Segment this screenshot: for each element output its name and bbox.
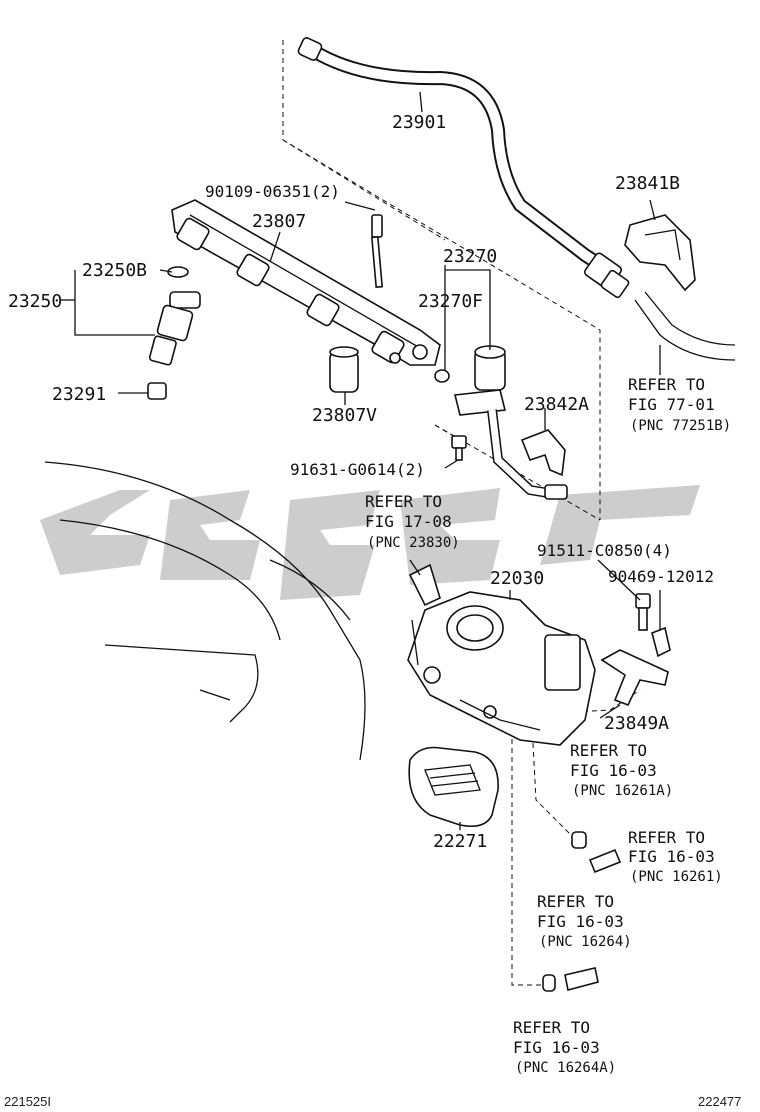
label-90109[interactable]: 90109-06351(2) [205, 182, 340, 201]
ref-note-16-03-16264[interactable]: REFER TO FIG 16-03 (PNC 16264) [537, 892, 632, 950]
label-91631[interactable]: 91631-G0614(2) [290, 460, 425, 479]
footer-left-code: 221525I [4, 1094, 51, 1109]
svg-text:FIG 77-01: FIG 77-01 [628, 395, 715, 414]
label-23250[interactable]: 23250 [8, 291, 62, 312]
label-23807[interactable]: 23807 [252, 211, 306, 232]
svg-text:(PNC 77251B): (PNC 77251B) [630, 418, 731, 434]
svg-text:(PNC 16264): (PNC 16264) [539, 934, 632, 950]
svg-text:(PNC 23830): (PNC 23830) [367, 535, 460, 551]
hose-fittings-16-03 [542, 831, 622, 992]
engine-block-outline [44, 461, 366, 761]
svg-text:(PNC 16264A): (PNC 16264A) [515, 1060, 616, 1076]
label-23291[interactable]: 23291 [52, 384, 106, 405]
label-23901[interactable]: 23901 [392, 112, 446, 133]
label-23250b[interactable]: 23250B [82, 260, 147, 281]
label-23807v[interactable]: 23807V [312, 405, 377, 426]
svg-text:REFER TO: REFER TO [628, 375, 705, 394]
label-23849a[interactable]: 23849A [604, 713, 669, 734]
svg-text:REFER TO: REFER TO [365, 492, 442, 511]
footer-right-code: 222477 [698, 1094, 741, 1109]
pressure-regulator-23270 [434, 345, 568, 500]
ref-note-17-08[interactable]: REFER TO FIG 17-08 (PNC 23830) [365, 492, 460, 551]
gasket-22271 [408, 746, 499, 828]
label-23842a[interactable]: 23842A [524, 394, 589, 415]
bolt-90109 [370, 214, 384, 289]
svg-text:FIG 16-03: FIG 16-03 [628, 847, 715, 866]
svg-text:FIG 17-08: FIG 17-08 [365, 512, 452, 531]
watermark-logo [40, 485, 700, 600]
label-22030[interactable]: 22030 [490, 568, 544, 589]
label-90469[interactable]: 90469-12012 [608, 567, 714, 586]
part-labels: 23901 23841B 90109-06351(2) 23807 23270 … [8, 112, 714, 852]
svg-text:REFER TO: REFER TO [513, 1018, 590, 1037]
svg-text:FIG 16-03: FIG 16-03 [537, 912, 624, 931]
label-22271[interactable]: 22271 [433, 831, 487, 852]
insulator-23807v [329, 346, 359, 393]
bracket-23849a [600, 593, 671, 707]
label-leaders [60, 91, 661, 830]
ref-note-16-03-16261a[interactable]: REFER TO FIG 16-03 (PNC 16261A) [570, 741, 673, 799]
label-91511[interactable]: 91511-C0850(4) [537, 541, 672, 560]
bolt-91631 [451, 435, 467, 461]
fuel-hose-23901 [297, 37, 736, 361]
ref-note-16-03-16261[interactable]: REFER TO FIG 16-03 (PNC 16261) [628, 828, 723, 885]
svg-text:(PNC 16261A): (PNC 16261A) [572, 783, 673, 799]
delivery-pipe-23807 [171, 199, 441, 366]
ref-note-77-01[interactable]: REFER TO FIG 77-01 (PNC 77251B) [628, 375, 731, 434]
svg-text:REFER TO: REFER TO [628, 828, 705, 847]
label-23270f[interactable]: 23270F [418, 291, 483, 312]
clip-23841b [624, 214, 696, 292]
injector-23250 [147, 266, 201, 400]
label-23841b[interactable]: 23841B [615, 173, 680, 194]
hose-ref-17-08 [408, 563, 441, 607]
ref-note-16-03-16264a[interactable]: REFER TO FIG 16-03 (PNC 16264A) [513, 1018, 616, 1076]
clamp-23842a [520, 429, 566, 477]
svg-text:(PNC 16261): (PNC 16261) [630, 869, 723, 885]
svg-text:REFER TO: REFER TO [570, 741, 647, 760]
label-23270[interactable]: 23270 [443, 246, 497, 267]
svg-text:FIG 16-03: FIG 16-03 [513, 1038, 600, 1057]
svg-text:FIG 16-03: FIG 16-03 [570, 761, 657, 780]
svg-text:REFER TO: REFER TO [537, 892, 614, 911]
throttle-body-22030 [407, 591, 596, 746]
